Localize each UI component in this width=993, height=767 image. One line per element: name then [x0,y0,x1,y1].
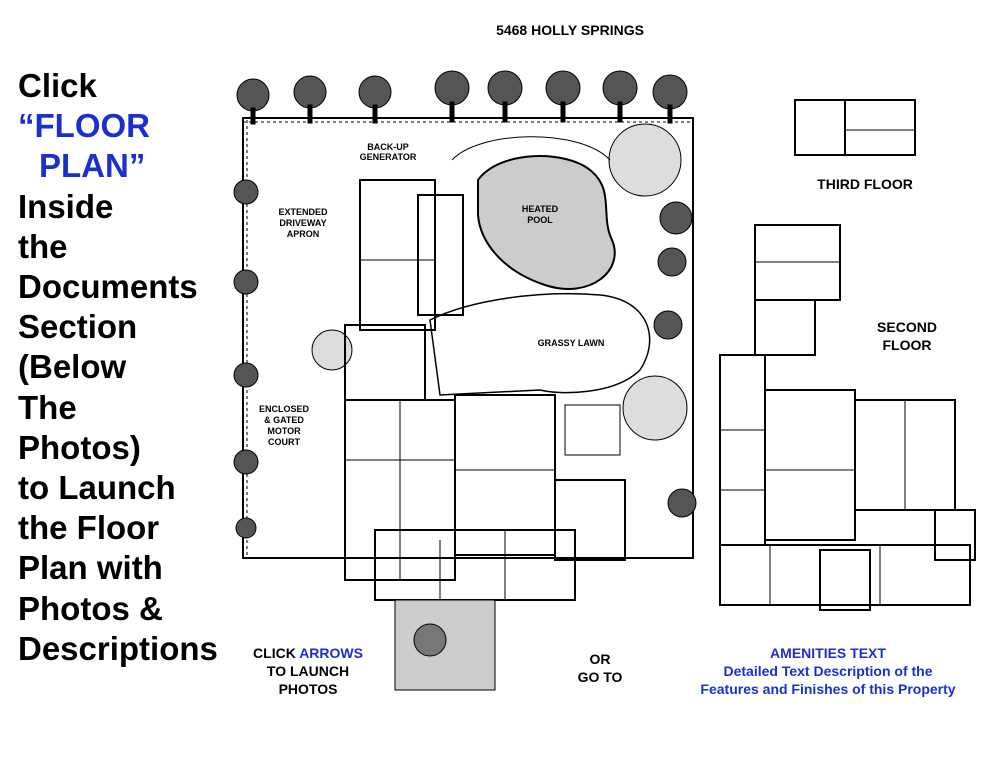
trees-right [653,201,697,518]
instructions-line: Documents [18,268,198,306]
instructions-line: The [18,388,77,426]
third-floor-plan [794,99,916,156]
second-floor-label-1: SECOND [877,319,937,335]
instructions-text: Click “FLOOR PLAN” Inside the Documents … [18,66,218,669]
tree-canopy [311,123,688,441]
amenities-line3[interactable]: Features and Finishes of this Property [700,681,956,697]
label-driveway-2: DRIVEWAY [279,218,326,228]
or-goto-text: OR GO TO [560,650,640,686]
click-arrows-line2: TO LAUNCH [266,663,350,679]
house-interior-walls [345,259,555,600]
label-motor-court-4: COURT [268,437,300,447]
label-pool-2: POOL [527,215,553,225]
instructions-line: Descriptions [18,629,218,667]
instructions-line: Photos) [18,428,141,466]
label-driveway-1: EXTENDED [278,207,328,217]
or-text: OR [589,651,611,667]
instructions-line: (Below [18,348,127,386]
trees-top [236,70,688,125]
label-driveway-3: APRON [287,229,320,239]
label-lawn: GRASSY LAWN [538,338,605,348]
label-pool-1: HEATED [522,204,559,214]
second-floor-label: SECOND FLOOR [852,318,962,354]
instructions-line: to Launch [18,469,176,507]
label-generator-1: BACK-UP [367,142,409,152]
label-motor-court-2: & GATED [264,415,304,425]
amenities-line2[interactable]: Detailed Text Description of the [723,663,933,679]
click-arrows-text: CLICK ARROWS TO LAUNCH PHOTOS [240,644,376,698]
arrows-link[interactable]: ARROWS [299,645,363,661]
instructions-line: Photos & [18,589,163,627]
amenities-title[interactable]: AMENITIES TEXT [770,645,886,661]
floor-plan-link[interactable]: “FLOOR [18,107,150,145]
instructions-line: the Floor [18,509,160,547]
instructions-line: Section [18,308,138,346]
second-floor-interior [720,261,906,605]
third-floor-label: THIRD FLOOR [817,176,913,192]
label-motor-court-1: ENCLOSED [259,404,310,414]
floor-plan-link-2[interactable]: PLAN” [39,147,146,185]
second-floor-plan [719,224,976,611]
label-generator-2: GENERATOR [360,152,417,162]
label-motor-court-3: MOTOR [267,426,301,436]
click-arrows-line3: PHOTOS [278,681,338,697]
instructions-line: Inside [18,187,114,225]
click-prefix: CLICK [253,645,300,661]
trees-left [233,179,259,539]
grassy-lawn-area [429,293,651,396]
instructions-line: the [18,227,68,265]
page-title: 5468 HOLLY SPRINGS [496,22,644,38]
goto-text: GO TO [577,669,623,685]
site-labels: BACK-UP GENERATOR EXTENDED DRIVEWAY APRO… [259,142,604,447]
instructions-line: Click [18,67,97,104]
heated-pool [477,155,616,290]
second-floor-label-2: FLOOR [882,337,932,353]
amenities-text-link[interactable]: AMENITIES TEXT Detailed Text Description… [680,644,976,698]
instructions-line: Plan with [18,549,163,587]
